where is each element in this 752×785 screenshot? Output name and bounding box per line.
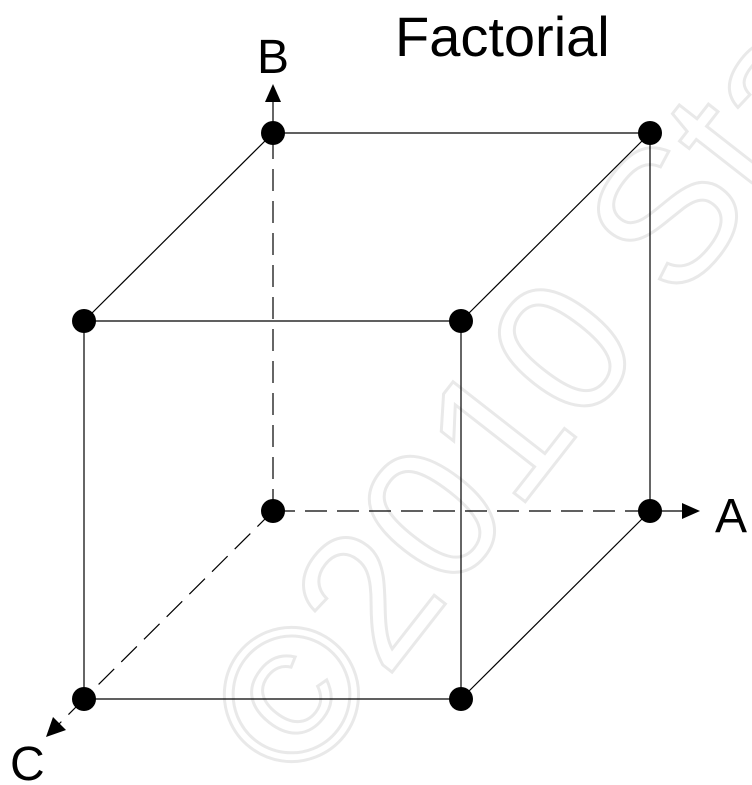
vertex-point bbox=[72, 309, 96, 333]
vertex-point bbox=[449, 687, 473, 711]
vertex-point bbox=[449, 309, 473, 333]
edge-top-left-diagonal bbox=[83, 132, 274, 322]
visible-edges bbox=[83, 132, 651, 700]
b-axis-arrowhead bbox=[265, 84, 281, 102]
edge-origin-to-c bbox=[83, 510, 274, 700]
axis-label-b: B bbox=[257, 31, 289, 84]
edge-top-right-diagonal bbox=[460, 132, 651, 322]
watermark-text: ©2010 Stat bbox=[165, 0, 752, 785]
axis-label-c: C bbox=[10, 738, 45, 785]
vertex-point bbox=[638, 121, 662, 145]
vertex-point bbox=[72, 687, 96, 711]
diagram-title: Factorial bbox=[395, 5, 610, 68]
design-points bbox=[72, 121, 662, 711]
edge-bottom-right-diagonal bbox=[460, 510, 651, 700]
axis-label-a: A bbox=[715, 490, 747, 543]
vertex-point bbox=[638, 499, 662, 523]
vertex-point bbox=[261, 499, 285, 523]
vertex-point bbox=[261, 121, 285, 145]
a-axis-arrowhead bbox=[682, 503, 700, 519]
c-axis-arrowhead bbox=[46, 717, 66, 737]
